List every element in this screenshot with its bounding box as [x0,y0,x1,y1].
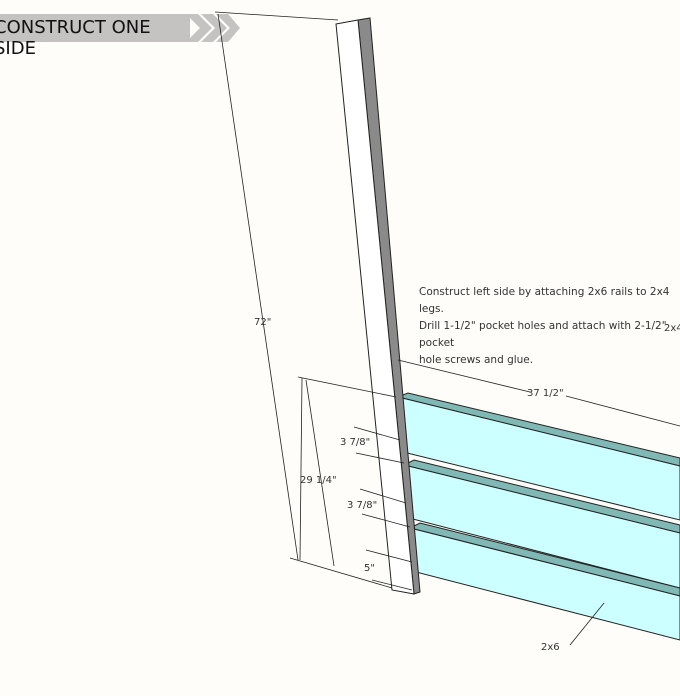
banner-title: CONSTRUCT ONE SIDE [0,17,151,59]
instruction-note: Construct left side by attaching 2x6 rai… [419,284,680,369]
note-line: Construct left side by attaching 2x6 rai… [419,286,670,315]
chevron-arrows-icon [186,14,240,42]
dimension-lines [214,11,680,646]
bottom-gap-label: 5" [364,563,375,574]
gap2-label: 3 7/8" [347,500,378,511]
leg [335,17,421,595]
side-height-label: 29 1/4" [300,475,337,486]
leg-type-label: 2x4 [664,323,680,334]
note-line: hole screws and glue. [419,354,534,366]
rail-type-label: 2x6 [541,642,560,653]
section-banner: CONSTRUCT ONE SIDE [0,14,190,59]
rail-length-label: 37 1/2" [527,388,564,399]
note-line: Drill 1-1/2" pocket holes and attach wit… [419,320,667,349]
leg-height-label: 72" [254,317,272,328]
rail-1 [396,392,680,521]
gap1-label: 3 7/8" [340,437,371,448]
